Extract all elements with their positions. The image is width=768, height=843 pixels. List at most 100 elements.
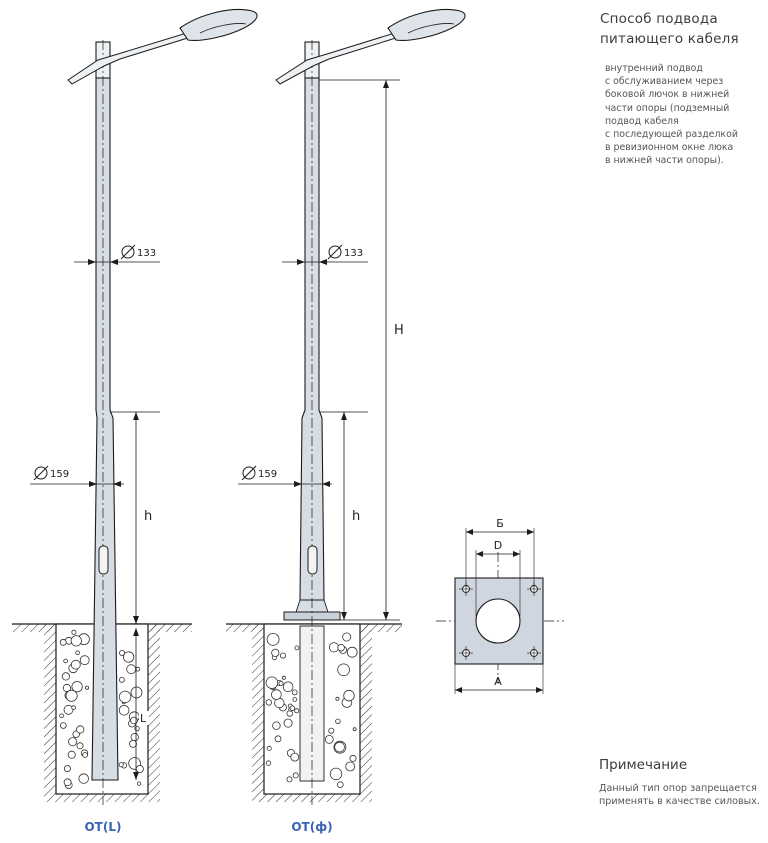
dimension-total-h-label: H xyxy=(394,323,404,338)
note-line: применять в качестве силовых. xyxy=(599,796,760,808)
gravel-pebble xyxy=(78,773,89,784)
gravel-pebble xyxy=(75,650,80,656)
diameter-133-label-right: 133 xyxy=(344,248,363,259)
gravel-pebble xyxy=(65,689,78,702)
pole-left: 133 159 h L ОТ(L) xyxy=(12,8,258,834)
pole-shaft-left xyxy=(91,77,119,781)
gravel-pebble xyxy=(342,632,352,642)
description-line: с обслуживанием через xyxy=(605,76,724,88)
gravel-pebble xyxy=(324,735,334,744)
diameter-133-label-left: 133 xyxy=(137,248,156,259)
gravel-pebble xyxy=(349,754,357,762)
gravel-pebble xyxy=(135,765,144,774)
gravel-pebble xyxy=(329,767,343,781)
gravel-pebble xyxy=(85,685,90,690)
gravel-pebble xyxy=(271,648,280,657)
flange-dim-d-label: D xyxy=(494,539,502,552)
gravel-pebble xyxy=(345,761,356,772)
gravel-pebble xyxy=(61,672,71,681)
gravel-pebble xyxy=(59,722,67,729)
bracket-arm-right xyxy=(275,31,400,85)
gravel-pebble xyxy=(119,677,125,683)
cable-method-title-line1: Способ подвода xyxy=(600,11,718,27)
gravel-pebble xyxy=(343,689,355,702)
gravel-pebble xyxy=(135,666,141,672)
gravel-pebble xyxy=(134,725,140,732)
gravel-pebble xyxy=(335,718,341,724)
luminaire-right xyxy=(387,8,466,41)
gravel-pebble xyxy=(118,704,130,716)
gravel-pebble xyxy=(265,760,272,766)
gravel-pebble xyxy=(271,689,282,700)
gravel-pebble xyxy=(289,705,296,711)
gravel-pebble xyxy=(71,681,83,693)
flange-plate-plan: Б D A xyxy=(436,517,564,694)
gravel-pebble xyxy=(335,696,340,701)
dimension-l-label-left: L xyxy=(140,712,147,725)
gravel-pebble xyxy=(71,705,76,710)
gravel-fill-right xyxy=(265,632,358,788)
cable-method-title: Способ подвода питающего кабеля xyxy=(600,9,765,49)
gravel-pebble xyxy=(130,686,143,699)
gravel-pebble xyxy=(282,681,294,693)
diameter-159-right: 159 xyxy=(238,465,332,487)
gravel-pebble xyxy=(337,644,345,652)
gravel-pebble xyxy=(283,718,293,728)
gravel-pebble xyxy=(265,676,279,689)
gravel-pebble xyxy=(59,713,64,719)
dimension-h-label-right: h xyxy=(352,509,360,524)
gravel-pebble xyxy=(63,765,71,773)
gravel-pebble xyxy=(336,781,344,788)
gravel-pebble xyxy=(126,664,137,675)
gravel-pebble xyxy=(266,633,280,646)
luminaire-left xyxy=(179,8,258,41)
bracket-arm-left xyxy=(67,31,192,85)
gravel-pebble xyxy=(63,658,68,664)
gravel-pebble xyxy=(272,721,281,730)
pole-shaft-right xyxy=(299,77,325,601)
gravel-pebble xyxy=(278,680,284,686)
diameter-159-left: 159 xyxy=(30,465,124,487)
gravel-pebble xyxy=(130,732,139,742)
service-hatch-left xyxy=(98,545,109,575)
gravel-pebble xyxy=(346,646,358,658)
pole-right-caption: ОТ(ф) xyxy=(291,820,332,834)
gravel-pebble xyxy=(352,727,357,732)
gravel-pebble xyxy=(279,652,286,659)
gravel-pebble xyxy=(290,752,300,762)
description-line: с последующей разделкой xyxy=(605,129,738,141)
gravel-pebble xyxy=(294,645,300,651)
dimension-h-label-left: h xyxy=(144,509,152,524)
gravel-pebble xyxy=(281,675,286,680)
pole-right: 133 159 h H ОТ(ф) xyxy=(226,8,466,834)
flange-dim-b-label: Б xyxy=(496,517,504,530)
dimension-h-right: h xyxy=(319,411,368,620)
gravel-pebble xyxy=(334,741,345,753)
gravel-pebble xyxy=(68,737,78,747)
gravel-pebble xyxy=(328,727,335,734)
description-line: подвод кабеля xyxy=(605,115,679,127)
gravel-pebble xyxy=(337,663,350,677)
gravel-pebble xyxy=(137,781,142,786)
gravel-pebble xyxy=(292,772,299,779)
note-title: Примечание xyxy=(599,757,688,773)
gravel-pebble xyxy=(294,708,300,714)
gravel-pebble xyxy=(82,752,88,758)
service-hatch-right xyxy=(307,545,318,575)
diameter-133-left: 133 xyxy=(74,244,160,265)
gravel-pebble xyxy=(286,776,293,783)
gravel-pebble xyxy=(59,638,67,646)
description-line: внутренний подвод xyxy=(605,63,703,74)
diameter-159-label-right: 159 xyxy=(258,469,277,480)
gravel-pebble xyxy=(266,745,272,751)
dimension-total-h-right: H xyxy=(319,79,404,621)
gravel-pebble xyxy=(71,629,77,635)
gravel-pebble xyxy=(328,642,340,653)
gravel-pebble xyxy=(129,740,137,748)
gravel-pebble xyxy=(123,651,135,663)
description-line: части опоры (подземный xyxy=(605,102,730,114)
gravel-pebble xyxy=(118,690,132,704)
description-line: в нижней части опоры). xyxy=(605,155,724,167)
gravel-pebble xyxy=(67,750,76,759)
